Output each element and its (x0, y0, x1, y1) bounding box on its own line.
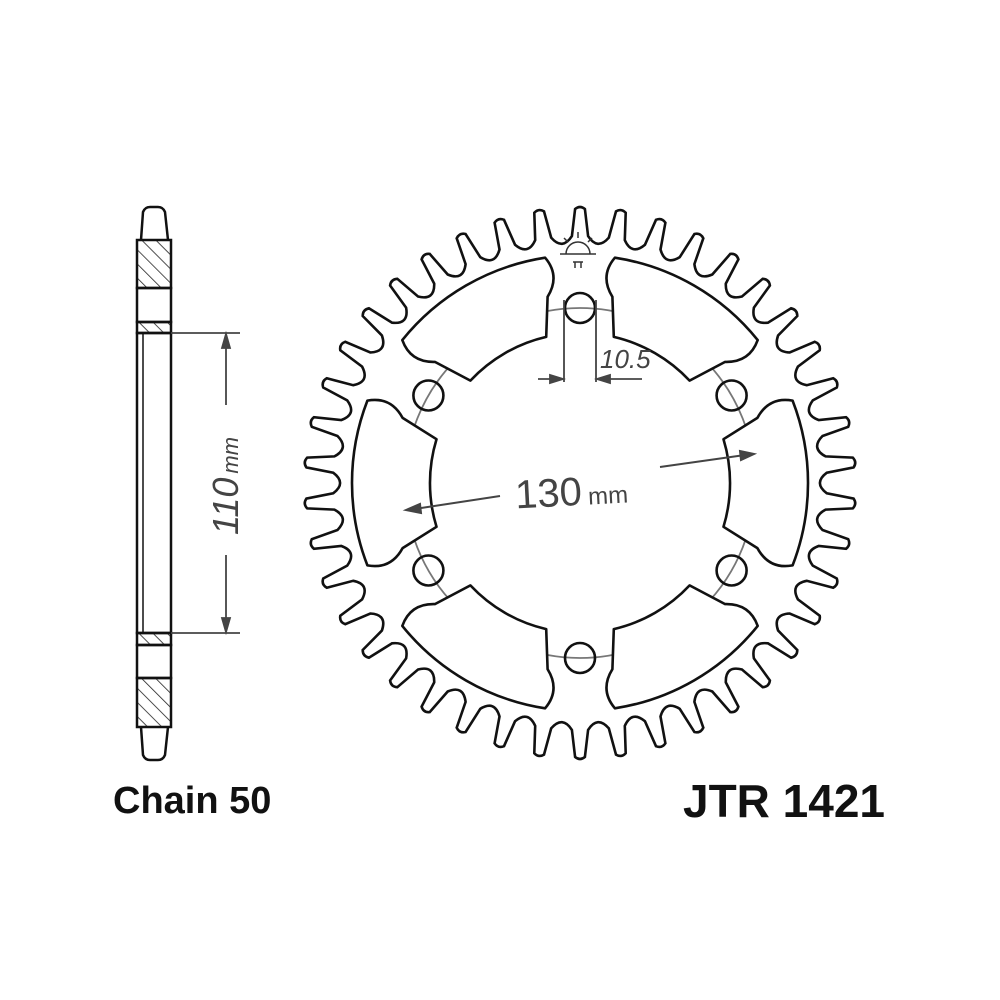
cutouts (350, 256, 810, 710)
logo-icon (560, 232, 596, 268)
bolt-hole (412, 554, 445, 587)
center-bore-dimension (171, 330, 240, 636)
bolt-holes (412, 291, 748, 675)
sprocket-teeth-outline (303, 205, 857, 761)
bolt-hole (715, 554, 748, 587)
cutout-window (401, 584, 555, 710)
bolt-hole (715, 379, 748, 412)
center-bore-label: 110mm (205, 437, 246, 535)
cutout-window (401, 256, 555, 382)
hole-size-label: 10.5 (600, 344, 651, 374)
hole-size-dimension (538, 300, 642, 385)
part-number-title: JTR 1421 (683, 775, 886, 827)
chain-size-label: Chain 50 (113, 780, 272, 822)
cutout-window (605, 256, 759, 382)
cutout-window (605, 584, 759, 710)
bolt-hole (563, 291, 597, 325)
bolt-hole (563, 641, 597, 675)
bolt-circle-dimension (402, 449, 758, 515)
bolt-hole (412, 379, 445, 412)
cutout-window (722, 398, 810, 568)
cutout-window (350, 398, 438, 568)
side-view (135, 205, 173, 762)
